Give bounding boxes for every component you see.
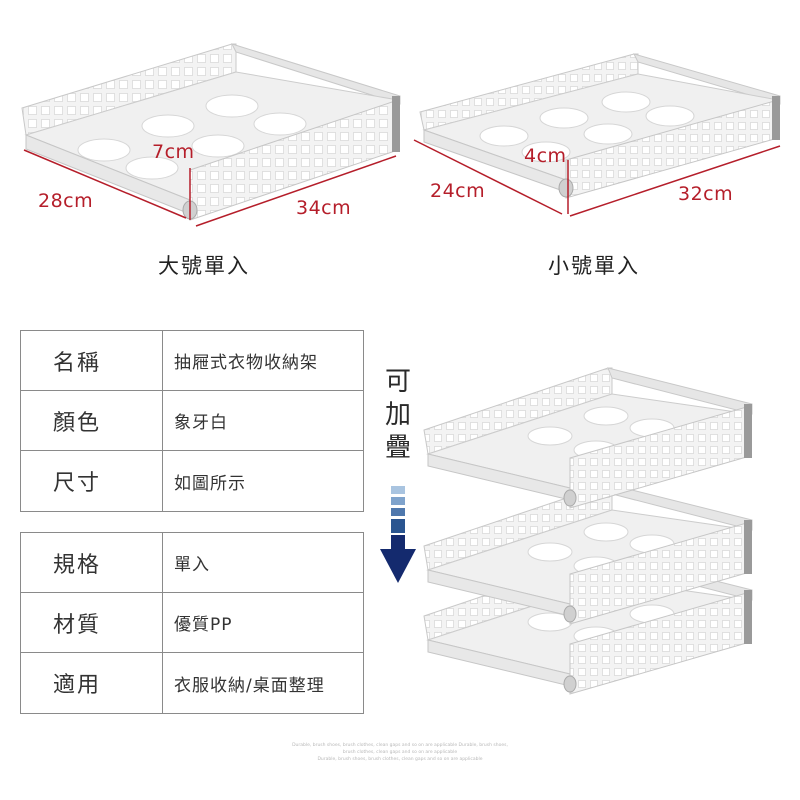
spec-key: 顏色 <box>21 391 163 450</box>
table-row: 顏色 象牙白 <box>21 391 363 451</box>
down-arrow-icon <box>380 486 416 583</box>
spec-value: 優質PP <box>174 615 233 635</box>
small-depth-label: 24cm <box>430 180 486 202</box>
large-width-label: 34cm <box>296 197 352 219</box>
spec-key: 尺寸 <box>21 451 163 511</box>
stackable-note: 可 加 疊 <box>378 366 418 465</box>
spec-key: 適用 <box>21 653 163 713</box>
spec-value: 象牙白 <box>174 413 228 433</box>
table-row: 適用 衣服收納/桌面整理 <box>21 653 363 713</box>
table-row: 尺寸 如圖所示 <box>21 451 363 511</box>
small-height-label: 4cm <box>524 145 567 167</box>
spec-value: 單入 <box>174 555 210 575</box>
spec-value: 如圖所示 <box>174 473 246 494</box>
small-tray-illustration <box>413 53 781 217</box>
stack-char: 加 <box>384 400 411 430</box>
table-row: 規格 單入 <box>21 533 363 593</box>
spec-table-bottom: 規格 單入 材質 優質PP 適用 衣服收納/桌面整理 <box>20 532 364 714</box>
spec-key: 材質 <box>21 593 163 652</box>
table-row: 材質 優質PP <box>21 593 363 653</box>
stack-char: 疊 <box>384 433 411 463</box>
small-width-label: 32cm <box>678 183 734 205</box>
spec-table-top: 名稱 抽屜式衣物收納架 顏色 象牙白 尺寸 如圖所示 <box>20 330 364 512</box>
stack-char: 可 <box>384 367 411 397</box>
spec-value: 抽屜式衣物收納架 <box>174 353 318 373</box>
large-caption: 大號單入 <box>158 254 250 278</box>
footer-line: Durable, brush shoes, brush clothes, cle… <box>317 757 483 762</box>
table-row: 名稱 抽屜式衣物收納架 <box>21 331 363 391</box>
spec-key: 名稱 <box>21 331 163 390</box>
large-tray-illustration <box>21 43 401 227</box>
large-depth-label: 28cm <box>38 190 94 212</box>
spec-value: 衣服收納/桌面整理 <box>174 675 325 696</box>
stacked-trays-illustration <box>423 367 753 695</box>
footer-line: brush clothes, clean gaps and so on are … <box>342 750 458 755</box>
footer-line: Durable, brush shoes, brush clothes, cle… <box>292 743 508 748</box>
large-height-label: 7cm <box>152 141 195 163</box>
footer-note: Durable, brush shoes, brush clothes, cle… <box>230 742 570 763</box>
small-caption: 小號單入 <box>548 254 640 278</box>
spec-key: 規格 <box>21 533 163 592</box>
